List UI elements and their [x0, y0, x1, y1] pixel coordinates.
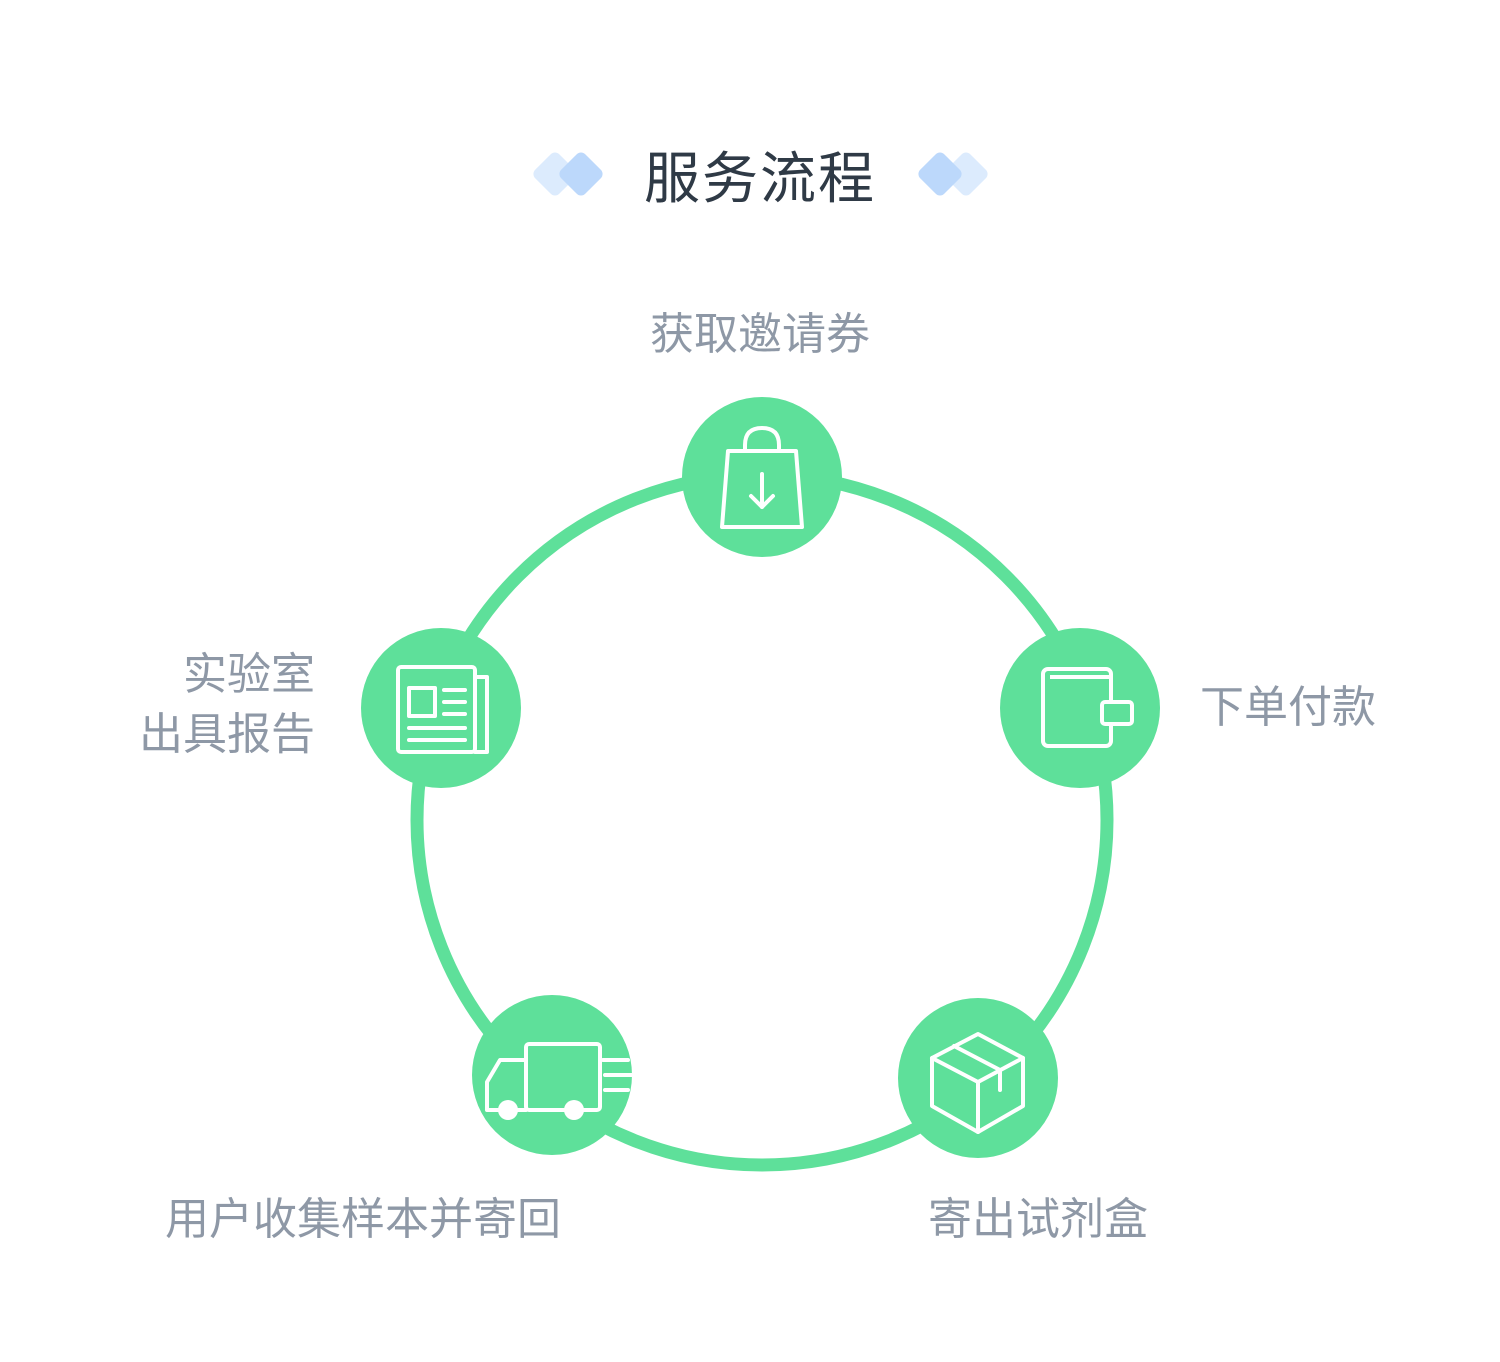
report-document-icon: [396, 665, 489, 754]
step-label-lab-report: 实验室 出具报告: [60, 645, 315, 765]
step-label-get-coupon: 获取邀请券: [650, 309, 870, 360]
shopping-bag-download-icon: [720, 426, 804, 529]
step-label-order-payment: 下单付款: [1200, 682, 1376, 733]
package-box-icon: [930, 1032, 1025, 1134]
diamond-decoration-icon: [918, 152, 988, 196]
step-node-order-payment: [1000, 628, 1160, 788]
step-label-send-kit: 寄出试剂盒: [928, 1194, 1148, 1245]
section-header: 服务流程: [0, 140, 1500, 220]
step-label-user-collect-return: 用户收集样本并寄回: [165, 1194, 561, 1245]
step-node-user-collect-return: [472, 995, 634, 1155]
wallet-icon: [1041, 667, 1134, 748]
page-title: 服务流程: [644, 147, 876, 212]
step-node-send-kit: [898, 998, 1058, 1158]
step-node-lab-report: [361, 628, 521, 788]
step-label-lab-report-line2: 出具报告: [139, 709, 315, 760]
step-node-get-coupon: [682, 397, 842, 557]
step-label-lab-report-line1: 实验室: [183, 649, 315, 700]
diamond-decoration-icon: [533, 152, 603, 196]
